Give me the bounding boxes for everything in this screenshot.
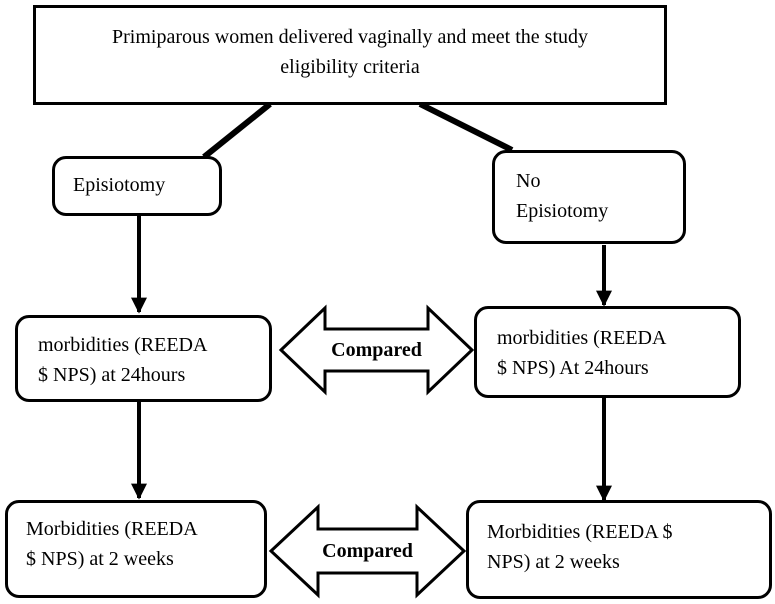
right-24h-line-2: $ NPS) At 24hours [497, 357, 649, 379]
no-episiotomy-line-2: Episiotomy [516, 200, 609, 222]
compare-arrow-2w [268, 503, 467, 599]
compared-label-24h: Compared [331, 339, 422, 361]
eligibility-line-2: eligibility criteria [280, 56, 420, 78]
left-24h-line-2: $ NPS) at 24hours [38, 364, 186, 386]
connector-top-to-episiotomy [202, 101, 272, 160]
right-2w-line-1: Morbidities (REEDA $ [487, 521, 673, 543]
no-episiotomy-box: No Episiotomy [492, 150, 686, 244]
left-morbidities-24h-box: morbidities (REEDA $ NPS) at 24hours [15, 315, 272, 402]
right-morbidities-2w-box: Morbidities (REEDA $ NPS) at 2 weeks [466, 500, 772, 599]
no-episiotomy-line-1: No [516, 170, 541, 192]
right-morbidities-24h-box: morbidities (REEDA $ NPS) At 24hours [474, 306, 741, 398]
episiotomy-label: Episiotomy [73, 174, 166, 196]
right-24h-line-1: morbidities (REEDA [497, 327, 667, 349]
episiotomy-box: Episiotomy [52, 156, 222, 216]
left-2w-line-1: Morbidities (REEDA [26, 518, 198, 540]
left-2w-line-2: $ NPS) at 2 weeks [26, 548, 174, 570]
compared-label-2w: Compared [322, 540, 413, 562]
right-2w-line-2: NPS) at 2 weeks [487, 551, 620, 573]
eligibility-box: Primiparous women delivered vaginally an… [33, 5, 667, 105]
eligibility-line-1: Primiparous women delivered vaginally an… [112, 26, 588, 48]
connector-top-to-no-episiotomy [418, 101, 514, 153]
compare-arrow-24h [278, 304, 475, 396]
left-morbidities-2w-box: Morbidities (REEDA $ NPS) at 2 weeks [5, 500, 267, 598]
left-24h-line-1: morbidities (REEDA [38, 334, 208, 356]
